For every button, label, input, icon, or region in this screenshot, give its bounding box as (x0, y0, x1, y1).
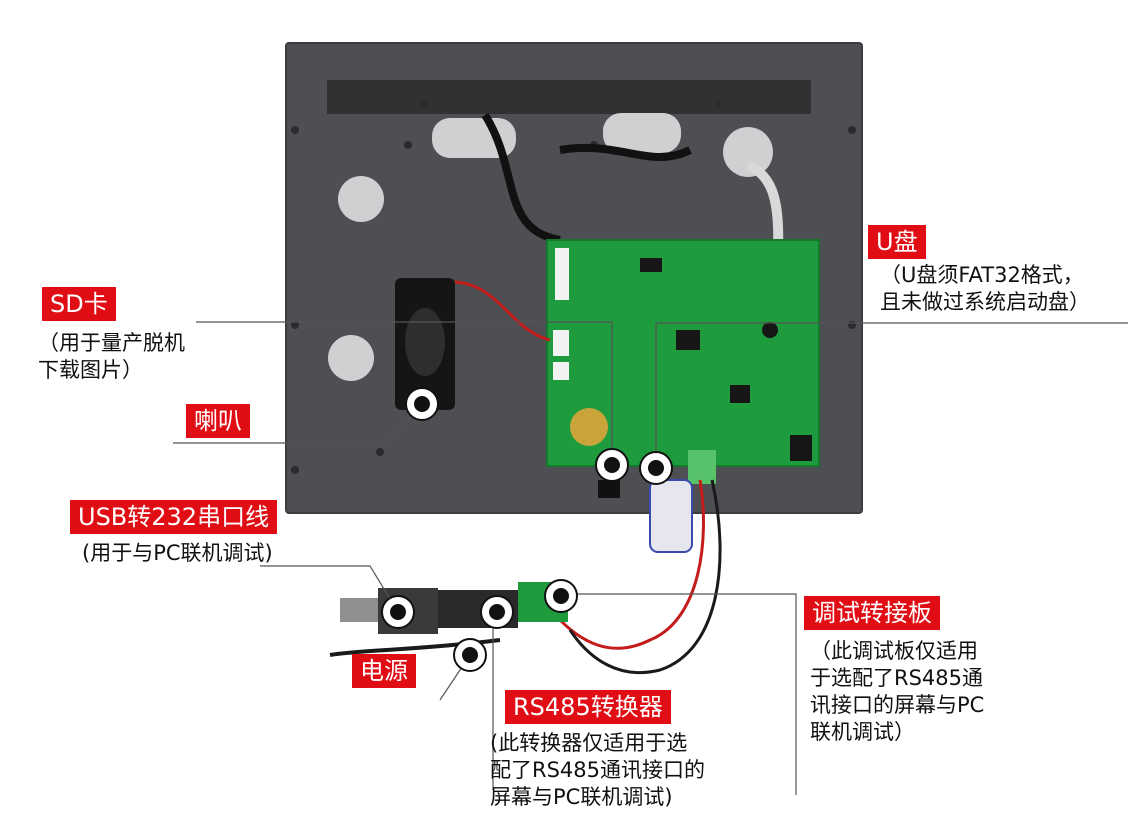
usb-serial-plug (340, 598, 380, 622)
marker-speaker (405, 387, 439, 421)
panel-holes (328, 113, 773, 381)
rs485-wire-red (558, 479, 705, 650)
speaker-label: 喇叭 (186, 404, 250, 438)
pcb-components (570, 258, 812, 461)
sd-card-note: （用于量产脱机 下载图片） (38, 331, 185, 382)
ribbon-cable (745, 160, 784, 251)
marker-dots (381, 387, 673, 672)
usb-cable-note: (用于与PC联机调试) (82, 541, 273, 565)
power-label: 电源 (352, 654, 416, 688)
terminal-block (688, 450, 716, 484)
speaker-cone (405, 308, 445, 376)
sd-card (598, 480, 620, 498)
rs485-wire-black (568, 479, 722, 675)
rs485-note: (此转换器仅适用于选 配了RS485通讯接口的 屏幕与PC联机调试) (490, 731, 706, 809)
panel-screws (291, 100, 856, 474)
marker-u-disk (639, 451, 673, 485)
marker-debug-board (544, 579, 578, 613)
display-cable (481, 112, 692, 244)
u-disk-label: U盘 (868, 225, 926, 259)
marker-sd-card (595, 448, 629, 482)
leader-lines (173, 321, 1128, 795)
speaker-wire (454, 280, 551, 342)
panel-rail (327, 80, 811, 114)
usb-flash-drive (649, 479, 693, 553)
rs485-label: RS485转换器 (505, 690, 671, 724)
usb-cable-label: USB转232串口线 (70, 500, 278, 534)
sd-card-label: SD卡 (42, 287, 116, 321)
debug-board-label: 调试转接板 (804, 596, 940, 630)
marker-power (453, 638, 487, 672)
debug-board-note: （此调试板仅适用 于选配了RS485通 讯接口的屏幕与PC 联机调试） (810, 639, 985, 744)
marker-usb-cable (381, 595, 415, 629)
u-disk-note: （U盘须FAT32格式， 且未做过系统启动盘） (880, 263, 1090, 314)
pcb-connectors (553, 248, 569, 380)
marker-rs485 (480, 595, 514, 629)
